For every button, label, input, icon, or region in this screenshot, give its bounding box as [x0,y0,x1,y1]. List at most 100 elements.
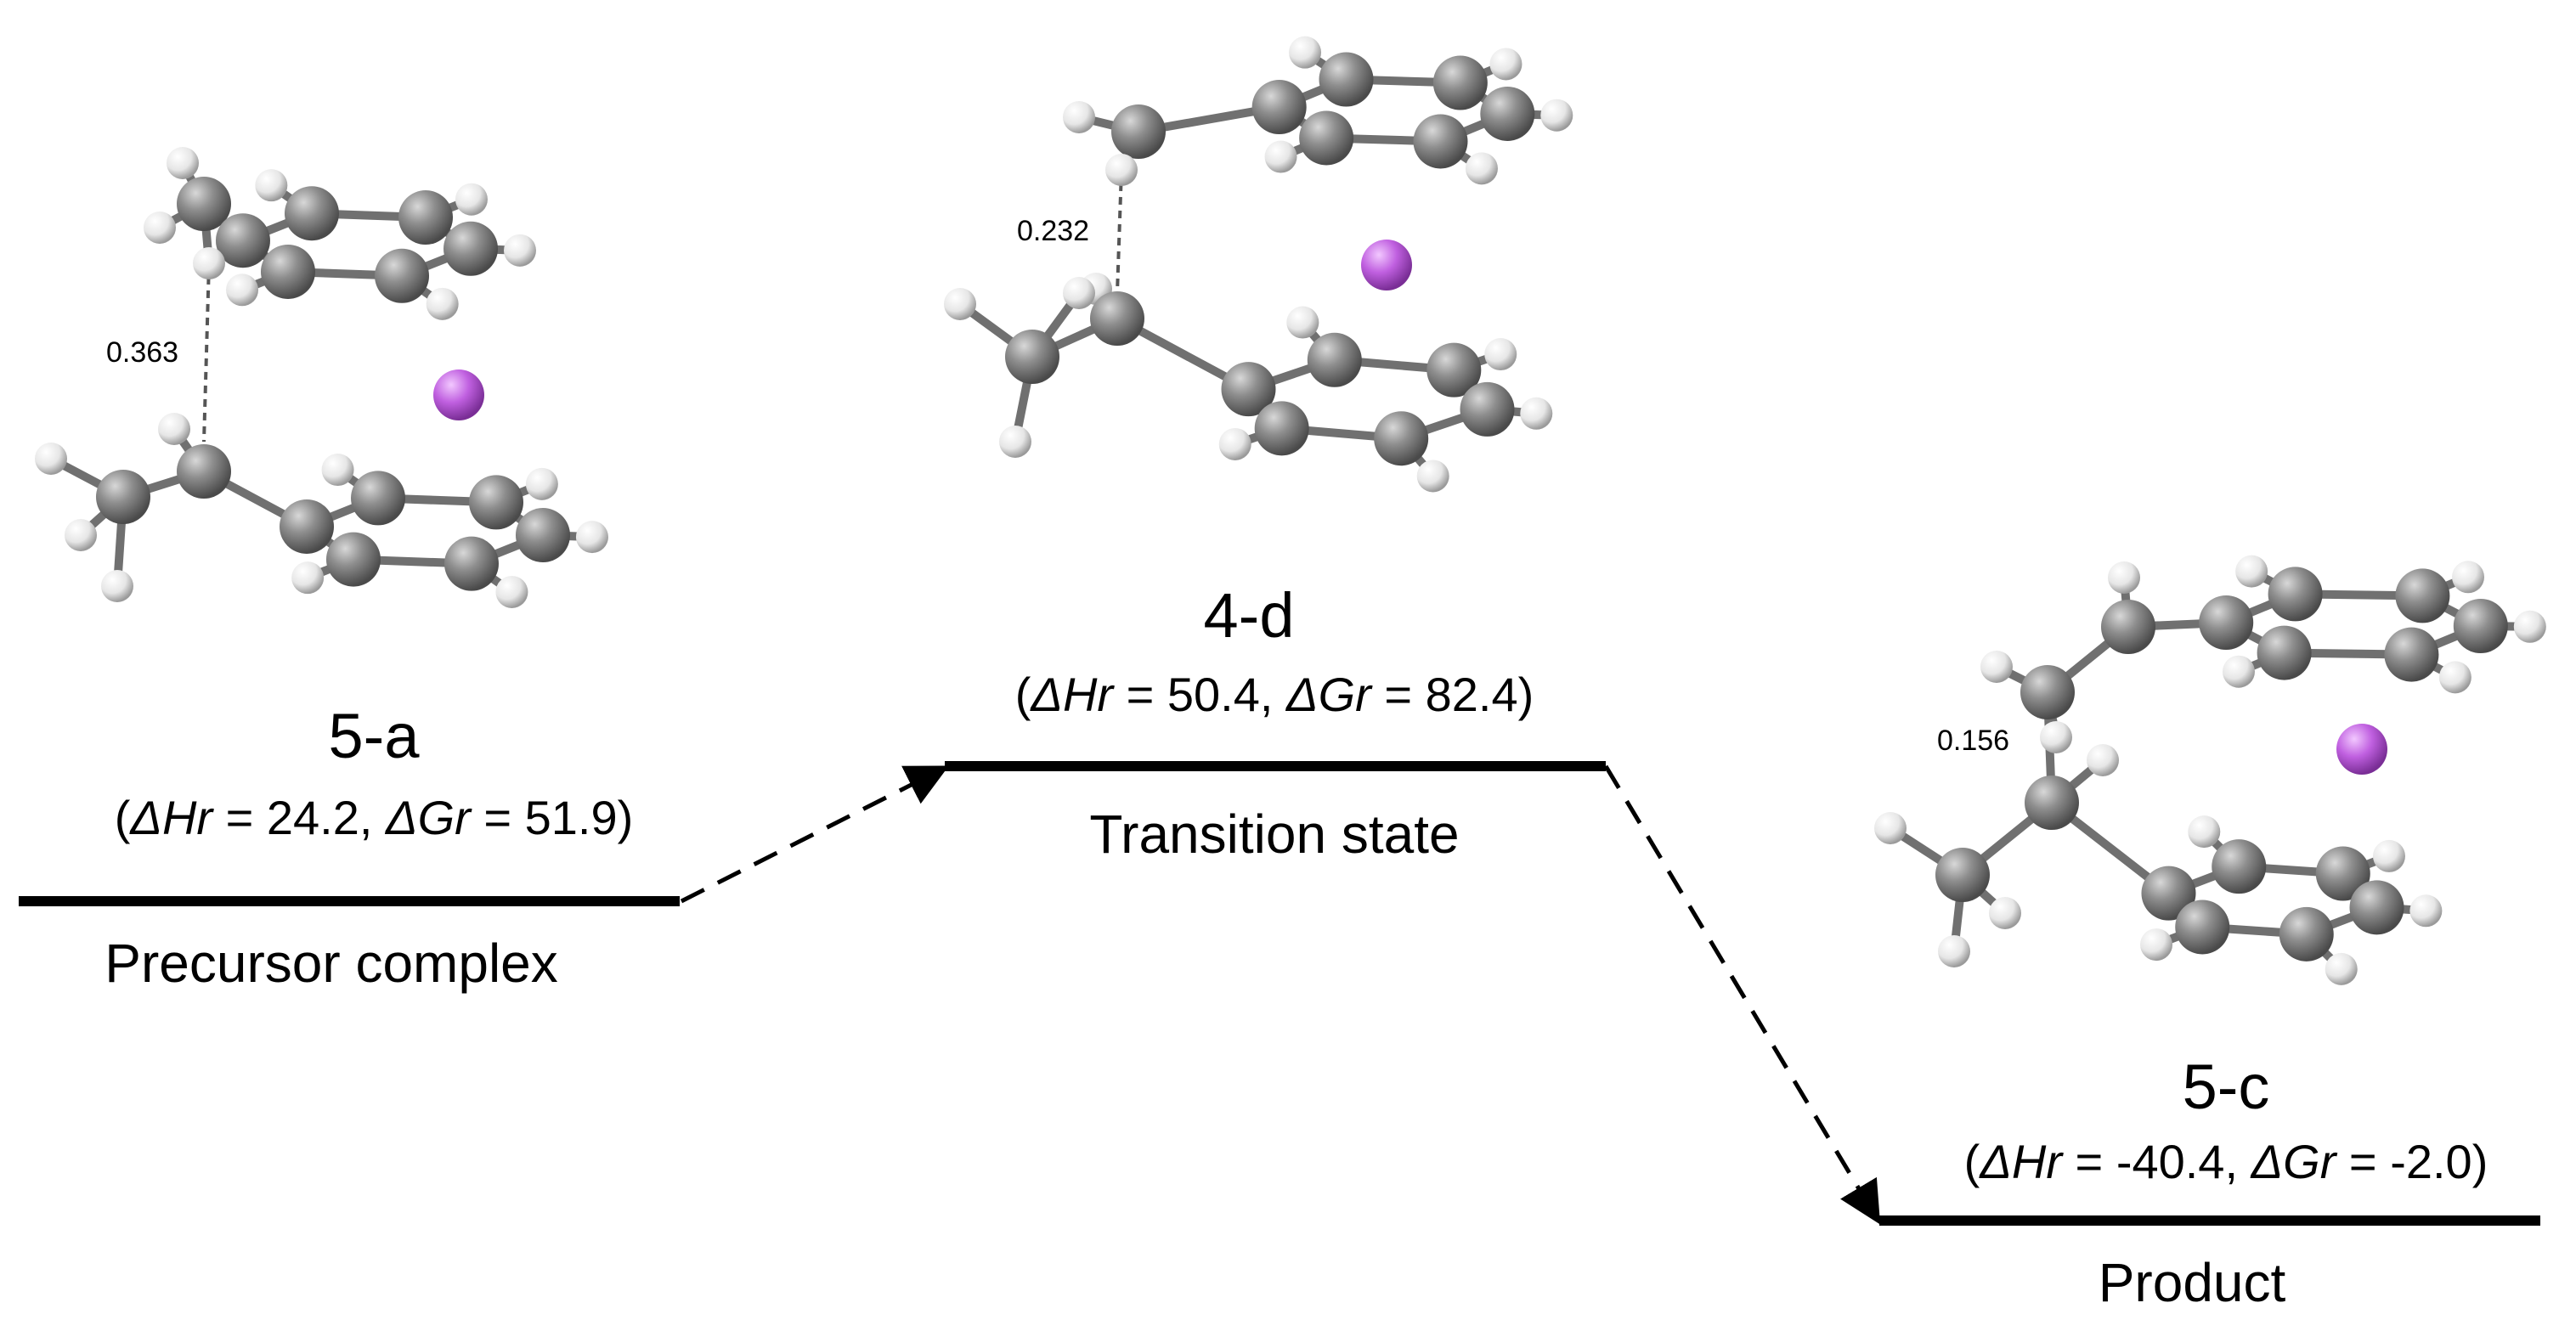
hydrogen-atom [144,211,176,244]
carbon-atom [443,221,499,276]
carbon-atom [1374,411,1429,466]
hydrogen-atom [2372,839,2405,872]
distance-dashed-line [1116,169,1123,294]
distance-dashed-line [202,262,211,443]
state-name-precursor: 5-a [328,701,420,771]
state-name-product: 5-c [2182,1052,2270,1122]
hydrogen-atom [1105,154,1138,186]
hydrogen-atom [2235,555,2268,588]
carbon-atom [1221,362,1276,417]
carbon-atom [2384,627,2439,682]
carbon-atom [1254,401,1309,456]
metal-atom [433,369,484,420]
distance-label-product: 0.156 [1937,725,2010,757]
carbon-atom [260,244,315,299]
hydrogen-atom [2325,952,2358,985]
carbon-atom [2101,600,2155,654]
carbon-atom [1005,330,1059,384]
hydrogen-atom [503,234,536,267]
carbon-atom [2315,846,2370,901]
hydrogen-atom [2087,744,2119,776]
thermo-values-transition: (ΔHr = 50.4, ΔGr = 82.4) [1014,668,1534,721]
carbon-atom [284,186,339,241]
carbon-atom [1460,381,1515,437]
hydrogen-atom [1484,338,1517,371]
distance-label-precursor: 0.363 [106,336,179,369]
hydrogen-atom [495,575,528,608]
metal-atom [2336,724,2387,775]
carbon-atom [1319,52,1374,107]
carbon-atom [2175,900,2230,955]
hydrogen-atom [1286,306,1319,339]
hydrogen-atom [101,570,133,602]
hydrogen-atom [158,413,190,445]
hydrogen-atom [1465,152,1498,185]
stage-label-product: Product [2098,1252,2286,1313]
carbon-atom [2212,839,2267,894]
carbon-atom [1426,342,1482,398]
hydrogen-atom [1540,99,1573,132]
hydrogen-atom [291,561,325,595]
carbon-atom [2279,906,2334,962]
carbon-atom [375,248,430,303]
carbon-atom [215,213,270,268]
carbon-atom [325,532,381,587]
metal-atom [1361,240,1412,290]
hydrogen-atom [226,274,259,307]
carbon-atom [2453,598,2508,653]
hydrogen-atom [575,521,608,554]
thermo-values-precursor: (ΔHr = 24.2, ΔGr = 51.9) [114,791,634,844]
carbon-atom [1432,55,1488,110]
carbon-atom [177,444,231,499]
stage-label-precursor: Precursor complex [105,933,558,994]
carbon-atom [2141,866,2196,921]
hydrogen-atom [2188,815,2221,849]
hydrogen-atom [1289,36,1322,69]
carbon-atom [1299,110,1354,166]
hydrogen-atom [944,288,976,320]
thermo-values-product: (ΔHr = -40.4, ΔGr = -2.0) [1963,1135,2488,1188]
hydrogen-atom [1874,812,1907,844]
hydrogen-atom [1989,897,2021,929]
carbon-atom [2349,880,2404,935]
molecule-5-c [1874,555,2546,985]
hydrogen-atom [1416,460,1449,493]
hydrogen-atom [2108,561,2140,594]
hydrogen-atom [1520,397,1553,430]
carbon-atom [280,499,335,554]
hydrogen-atom [1489,48,1522,81]
carbon-atom [2020,665,2075,719]
hydrogen-atom [1063,101,1095,133]
carbon-atom [515,508,570,563]
hydrogen-atom [2438,661,2471,694]
carbon-atom [443,536,499,591]
carbon-atom [2257,625,2312,680]
hydrogen-atom [2140,928,2173,962]
hydrogen-atom [193,247,225,279]
hydrogen-atom [35,443,67,475]
state-name-transition: 4-d [1203,580,1295,651]
carbon-atom [2395,568,2450,623]
hydrogen-atom [65,519,97,551]
carbon-atom [1090,291,1144,346]
hydrogen-atom [1218,427,1251,460]
carbon-atom [469,475,524,530]
precursor-to-transition-arrow [680,765,949,904]
hydrogen-atom [426,287,459,320]
carbon-atom [1251,80,1307,135]
carbon-atom [1935,848,1990,902]
carbon-atom [2025,775,2079,830]
hydrogen-atom [455,183,488,216]
hydrogen-atom [2409,894,2443,928]
hydrogen-atom [2222,655,2255,688]
hydrogen-atom [2040,721,2072,753]
carbon-atom [2268,567,2323,622]
carbon-atom [1480,86,1535,141]
carbon-atom [351,471,406,526]
distance-label-transition: 0.232 [1017,215,1090,247]
carbon-atom [2199,595,2254,651]
molecule-4-d [944,36,1573,493]
hydrogen-atom [167,147,199,179]
